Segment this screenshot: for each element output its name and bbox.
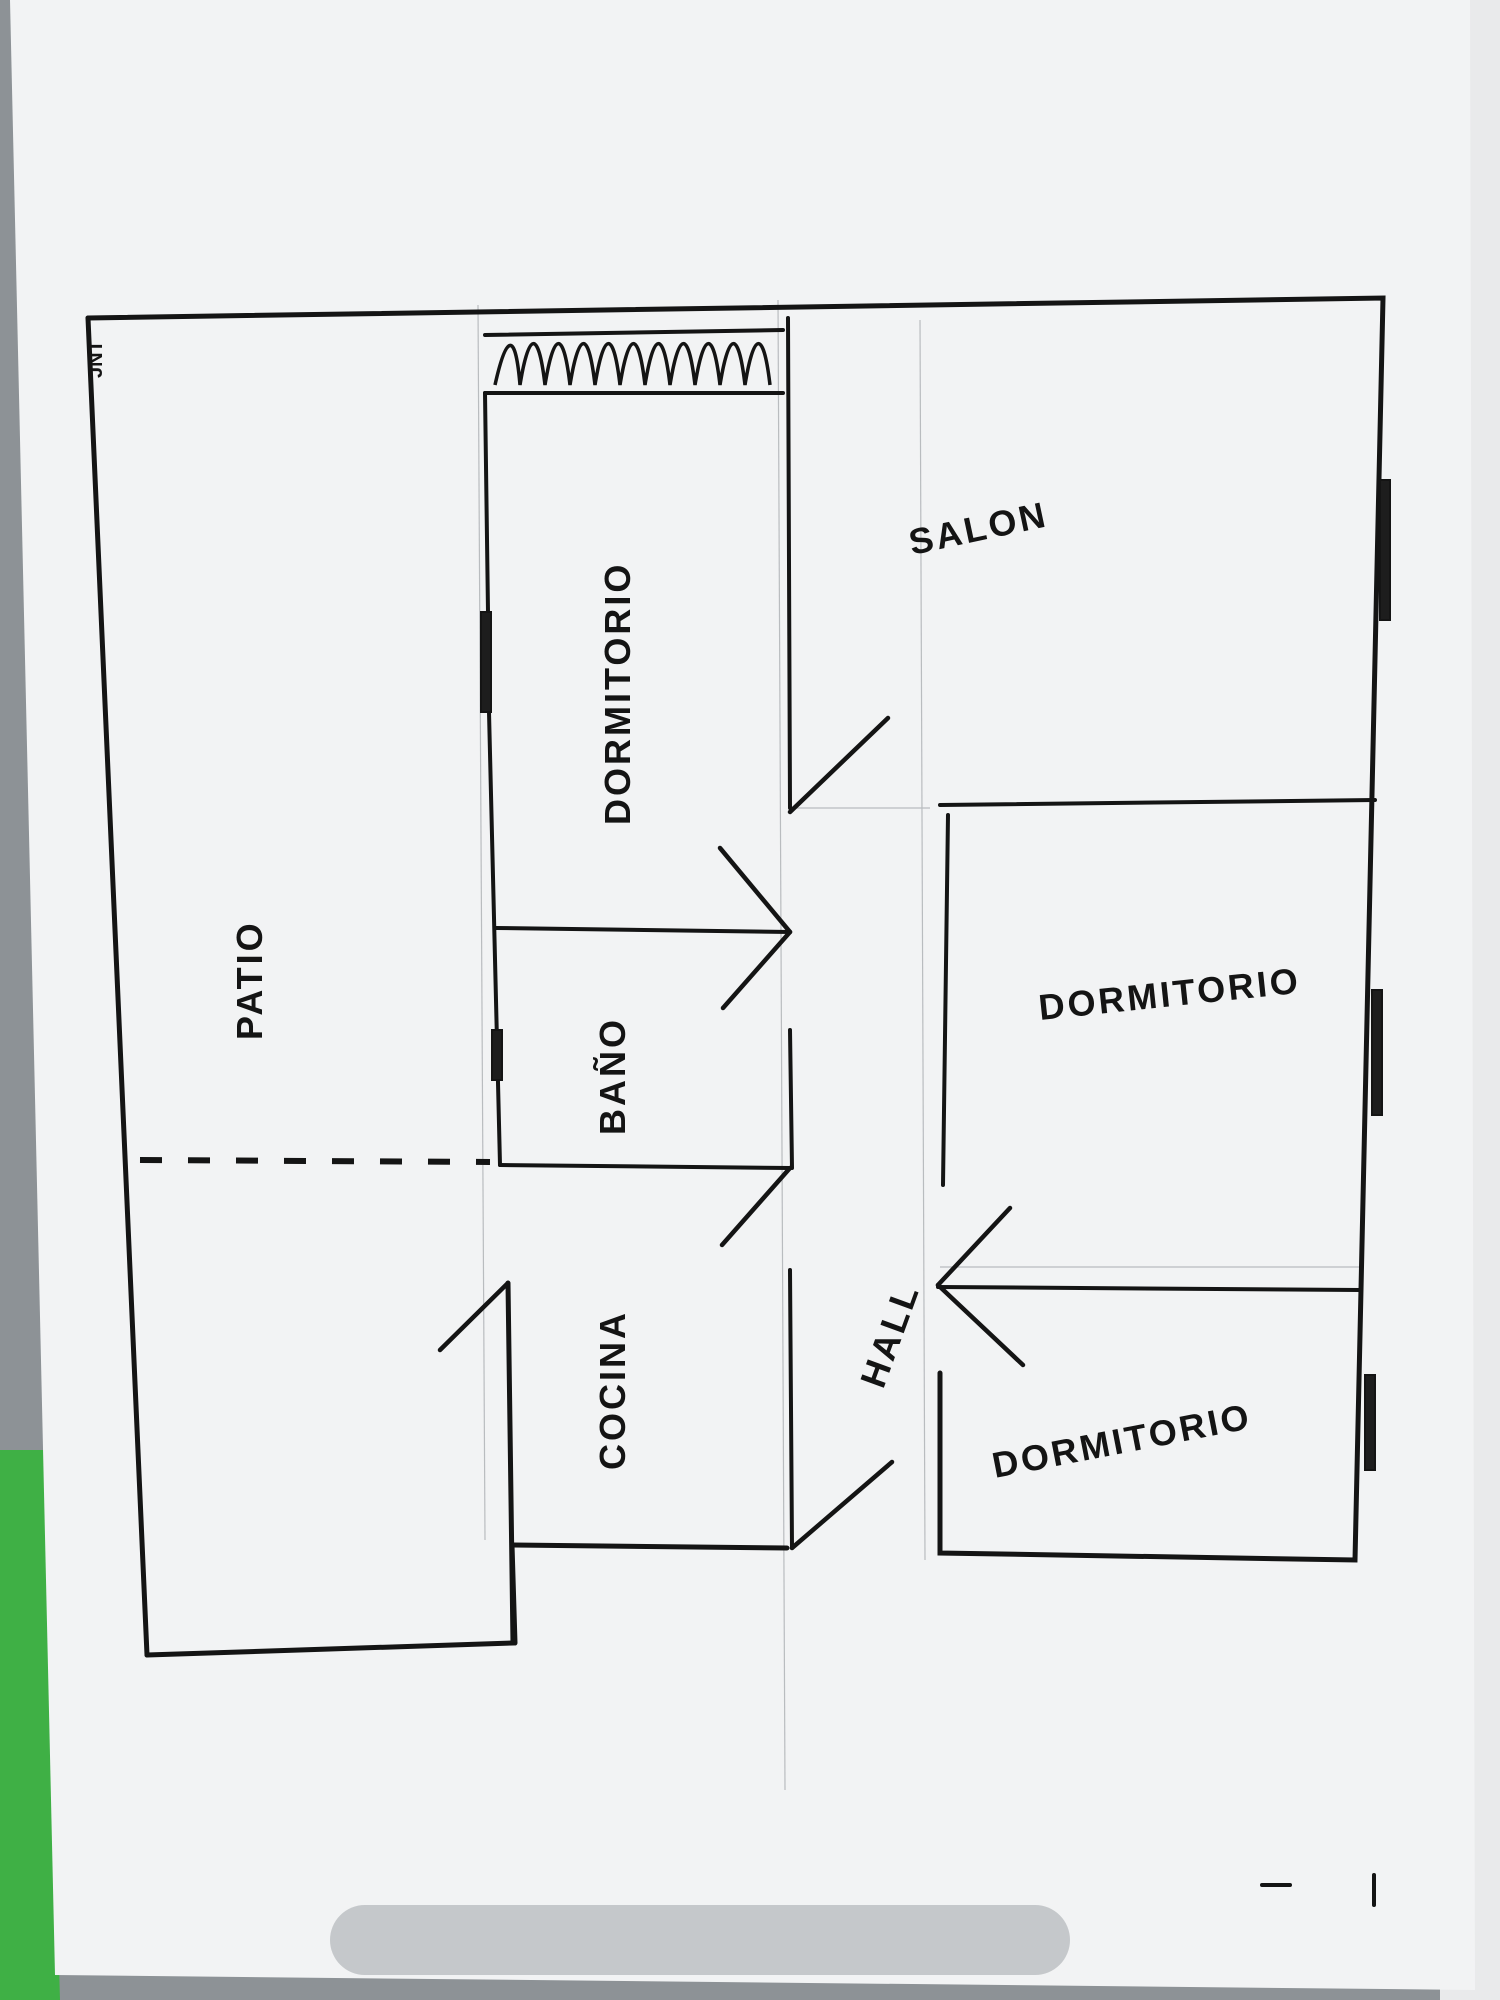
outer-walls [85,295,1386,1658]
room-label-cocina: COCINA [592,1310,633,1470]
hatched-strip [483,328,785,386]
patio-dashed-line [139,1157,491,1165]
room-label-bano: BAÑO [591,1017,633,1135]
window-dormitorio-right [1371,989,1383,1116]
pencil-marks [1260,1873,1376,1907]
room-label-dormitorio-top: DORMITORIO [597,562,638,825]
inner-walls [483,316,1377,1550]
door-swings [437,715,1026,1551]
green-binder [0,1450,60,2000]
room-label-patio: PATIO [229,920,270,1040]
windows [480,479,1391,1471]
shadow-band [330,1905,1070,1975]
window-bano [491,1029,503,1081]
window-salon [1379,479,1391,621]
window-dormitorio-bottom [1364,1374,1376,1471]
window-dormitorio [480,611,492,713]
initials-label: JNT [85,340,107,378]
pencil-guides [477,299,1360,1791]
paper-sheet [10,0,1475,1990]
